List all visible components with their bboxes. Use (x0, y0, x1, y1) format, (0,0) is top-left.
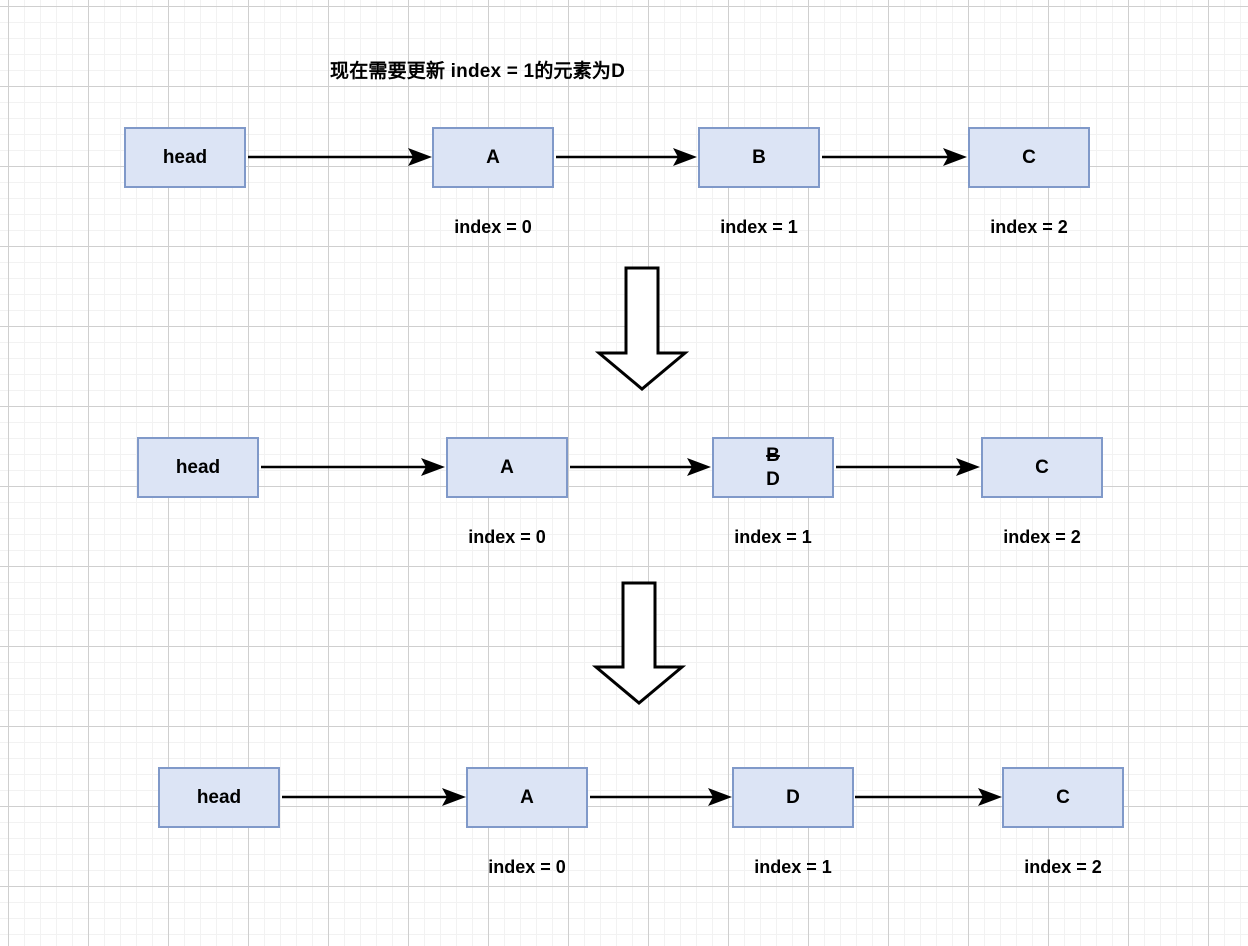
node-row2-c[interactable]: C (981, 437, 1103, 498)
connector-row3-a-to-d (590, 788, 732, 806)
connector-row2-b-to-c (836, 458, 980, 476)
page-title: 现在需要更新 index = 1的元素为D (330, 61, 626, 82)
node-row3-a[interactable]: A (466, 767, 588, 828)
node-row3-d[interactable]: D (732, 767, 854, 828)
caption-row1-a: index = 0 (454, 217, 532, 237)
node-row2-b-replaced[interactable]: B D (712, 437, 834, 498)
caption-row3-d: index = 1 (754, 857, 832, 877)
node-label: head (162, 146, 208, 168)
caption-row3-c: index = 2 (1024, 857, 1102, 877)
caption-row3-a: index = 0 (488, 857, 566, 877)
node-label: A (520, 786, 534, 808)
node-label: B (752, 146, 766, 168)
connector-row1-a-to-b (556, 148, 697, 166)
node-row1-b[interactable]: B (698, 127, 820, 188)
node-label: head (175, 456, 221, 478)
connector-row2-a-to-b (570, 458, 711, 476)
connector-row1-b-to-c (822, 148, 967, 166)
connector-row1-head-to-a (248, 148, 432, 166)
node-row1-a[interactable]: A (432, 127, 554, 188)
node-row2-a[interactable]: A (446, 437, 568, 498)
caption-row1-c: index = 2 (990, 217, 1068, 237)
step-arrow-1 (594, 266, 690, 391)
node-label: C (1035, 456, 1049, 478)
node-label-struck: B (766, 444, 780, 466)
caption-row2-b: index = 1 (734, 527, 812, 547)
connector-row3-d-to-c (855, 788, 1002, 806)
node-row1-c[interactable]: C (968, 127, 1090, 188)
node-row2-head[interactable]: head (137, 437, 259, 498)
step-arrow-2 (591, 581, 687, 705)
node-label: C (1056, 786, 1070, 808)
node-label-new: D (766, 468, 780, 490)
node-row1-head[interactable]: head (124, 127, 246, 188)
node-label: C (1022, 146, 1036, 168)
node-label: A (486, 146, 500, 168)
connector-row2-head-to-a (261, 458, 445, 476)
caption-row2-a: index = 0 (468, 527, 546, 547)
caption-row1-b: index = 1 (720, 217, 798, 237)
node-label: head (196, 786, 242, 808)
node-row3-c[interactable]: C (1002, 767, 1124, 828)
connector-row3-head-to-a (282, 788, 466, 806)
caption-row2-c: index = 2 (1003, 527, 1081, 547)
node-label: D (786, 786, 800, 808)
node-label: A (500, 456, 514, 478)
node-row3-head[interactable]: head (158, 767, 280, 828)
